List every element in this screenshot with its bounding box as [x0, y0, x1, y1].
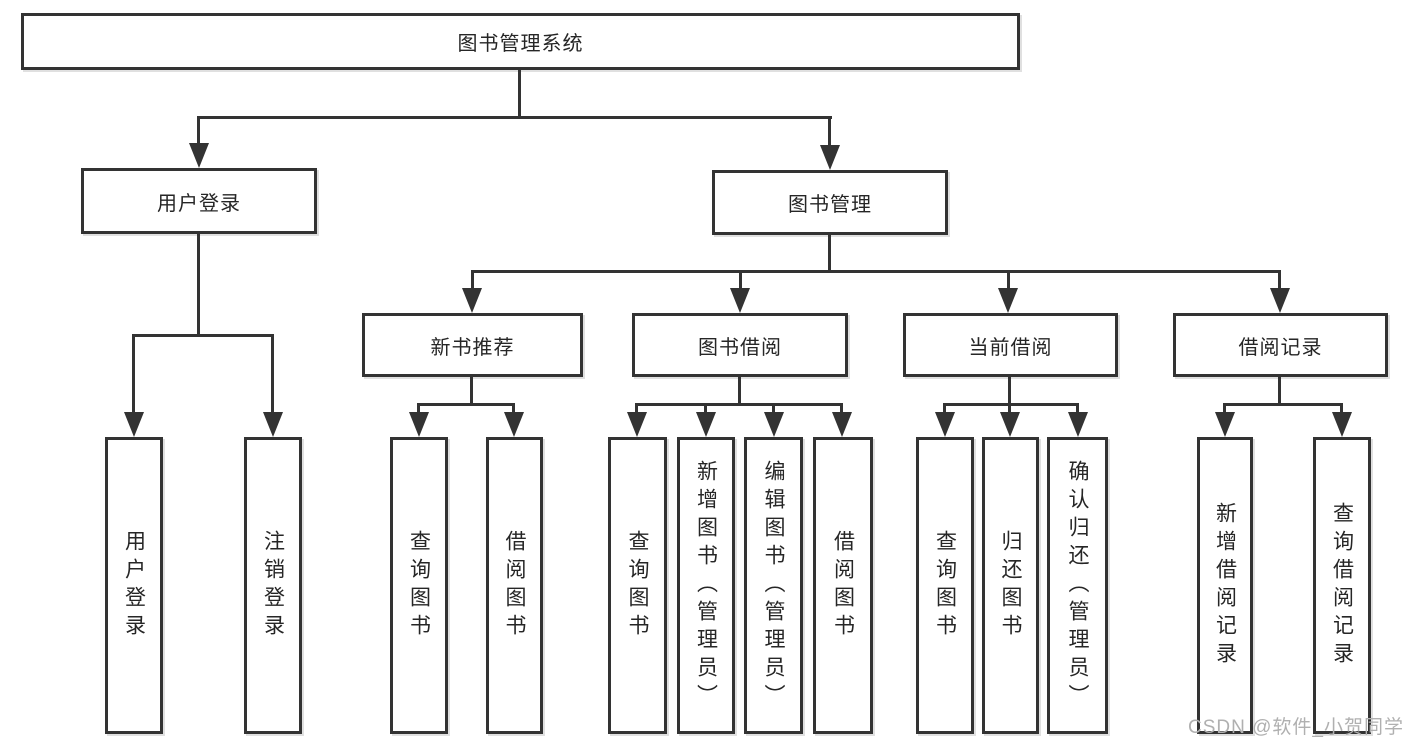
- connector-level3-rail: [471, 270, 1281, 273]
- connector-to-recommend: [471, 270, 474, 290]
- node-book-management: 图书管理: [712, 170, 948, 235]
- connector-borrow-trunk: [738, 377, 741, 405]
- node-current-borrowing: 当前借阅: [903, 313, 1118, 377]
- arrow-down-icon: [1270, 288, 1290, 313]
- arrow-down-icon: [730, 288, 750, 313]
- arrow-down-icon: [504, 412, 524, 437]
- connector-to-current-query: [943, 403, 946, 415]
- connector-login-trunk: [197, 233, 200, 336]
- connector-recommend-trunk: [470, 377, 473, 405]
- connector-to-record-add: [1223, 403, 1226, 415]
- connector-to-current: [1007, 270, 1010, 290]
- node-current-query-books: 查询图书: [916, 437, 974, 734]
- node-recommend-query-books: 查询图书: [390, 437, 448, 734]
- connector-to-manage: [828, 116, 831, 146]
- connector-to-recommend-query: [417, 403, 420, 415]
- connector-to-login-user: [132, 334, 135, 414]
- connector-record-trunk: [1278, 377, 1281, 405]
- csdn-watermark: CSDN @软件_小贺同学: [1188, 717, 1404, 738]
- arrow-down-icon: [935, 412, 955, 437]
- arrow-down-icon: [189, 143, 209, 168]
- arrow-down-icon: [263, 412, 283, 437]
- node-book-borrowing: 图书借阅: [632, 313, 848, 377]
- arrow-down-icon: [832, 412, 852, 437]
- connector-root-trunk: [518, 69, 521, 118]
- arrow-down-icon: [820, 145, 840, 170]
- node-add-borrow-record: 新增借阅记录: [1197, 437, 1253, 734]
- node-borrowing-records: 借阅记录: [1173, 313, 1388, 377]
- connector-record-rail: [1223, 403, 1343, 406]
- connector-borrow-rail: [635, 403, 843, 406]
- connector-to-current-confirm: [1076, 403, 1079, 415]
- arrow-down-icon: [1332, 412, 1352, 437]
- connector-to-borrow: [739, 270, 742, 290]
- node-return-books: 归还图书: [982, 437, 1039, 734]
- node-add-books-admin: 新增图书（管理员）: [677, 437, 735, 734]
- connector-current-rail: [943, 403, 1079, 406]
- connector-level2-rail: [197, 116, 832, 119]
- arrow-down-icon: [409, 412, 429, 437]
- node-confirm-return-admin: 确认归还（管理员）: [1047, 437, 1108, 734]
- node-edit-books-admin: 编辑图书（管理员）: [744, 437, 803, 734]
- connector-manage-trunk: [828, 234, 831, 272]
- connector-to-borrow-edit: [772, 403, 775, 415]
- connector-current-trunk: [1008, 377, 1011, 405]
- arrow-down-icon: [696, 412, 716, 437]
- connector-to-borrow-lend: [840, 403, 843, 415]
- arrow-down-icon: [1215, 412, 1235, 437]
- arrow-down-icon: [764, 412, 784, 437]
- connector-to-login-logout: [271, 334, 274, 414]
- arrow-down-icon: [627, 412, 647, 437]
- connector-to-borrow-add: [704, 403, 707, 415]
- arrow-down-icon: [1068, 412, 1088, 437]
- node-borrow-query-books: 查询图书: [608, 437, 667, 734]
- node-user-login-leaf: 用户登录: [105, 437, 163, 734]
- node-user-login: 用户登录: [81, 168, 317, 234]
- connector-recommend-rail: [417, 403, 515, 406]
- arrow-down-icon: [124, 412, 144, 437]
- connector-to-recommend-borrow: [512, 403, 515, 415]
- node-query-borrow-record: 查询借阅记录: [1313, 437, 1371, 734]
- connector-login-rail: [132, 334, 274, 337]
- node-borrow-books: 借阅图书: [813, 437, 873, 734]
- arrow-down-icon: [462, 288, 482, 313]
- connector-to-current-return: [1008, 403, 1011, 415]
- node-recommend-borrow-books: 借阅图书: [486, 437, 543, 734]
- node-logout: 注销登录: [244, 437, 302, 734]
- connector-to-login: [197, 116, 200, 144]
- connector-to-record-query: [1340, 403, 1343, 415]
- connector-to-record: [1278, 270, 1281, 290]
- arrow-down-icon: [998, 288, 1018, 313]
- connector-to-borrow-query: [635, 403, 638, 415]
- node-new-book-recommend: 新书推荐: [362, 313, 583, 377]
- node-library-management-system: 图书管理系统: [21, 13, 1020, 70]
- arrow-down-icon: [1000, 412, 1020, 437]
